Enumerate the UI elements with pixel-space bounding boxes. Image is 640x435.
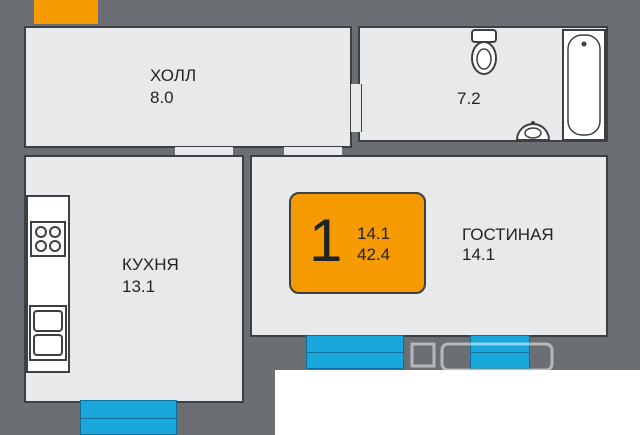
watermark-logo: [410, 342, 554, 372]
room-count: 1: [309, 207, 343, 274]
room-kitchen-area: 13.1: [122, 277, 156, 296]
kitchen-sink-icon: [29, 305, 67, 361]
entrance-marker: [34, 0, 98, 24]
room-hall[interactable]: [24, 26, 352, 148]
room-hall-name: ХОЛЛ: [150, 66, 197, 85]
toilet-icon: [471, 29, 497, 75]
total-area-value: 42.4: [357, 245, 391, 264]
room-bathroom-area: 7.2: [457, 89, 481, 108]
room-kitchen-name: КУХНЯ: [122, 255, 179, 274]
living-area-value: 14.1: [357, 224, 391, 243]
window-kitchen: [80, 400, 177, 435]
bathtub-icon: [562, 29, 606, 141]
sink-icon: [515, 121, 551, 141]
window-living-left: [306, 335, 404, 369]
apartment-summary-badge: 1 14.1 42.4: [289, 192, 426, 294]
stove-icon: [30, 221, 66, 257]
room-hall-area: 8.0: [150, 88, 174, 107]
room-living-name: ГОСТИНАЯ: [462, 225, 554, 244]
bathroom-door: [350, 84, 362, 132]
window-living-right: [470, 335, 530, 369]
room-living-area: 14.1: [462, 245, 496, 264]
